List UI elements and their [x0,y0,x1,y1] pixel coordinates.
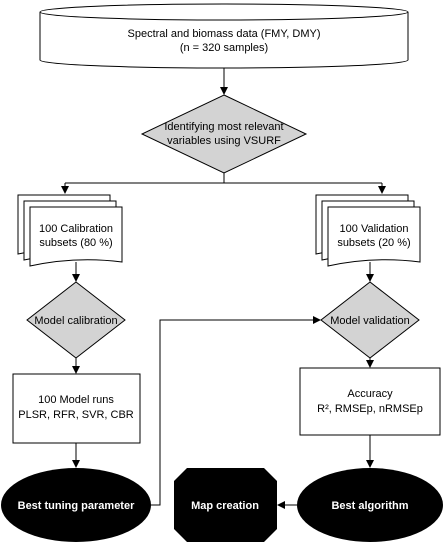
data-source-cylinder: Spectral and biomass data (FMY, DMY) (n … [39,3,409,69]
calibration-line1: 100 Calibration [39,223,113,235]
best-algorithm-terminal: Best algorithm [297,468,443,542]
accuracy-line2: R², RMSEp, nRMSEp [317,403,423,415]
calibration-line2: subsets (80 %) [39,237,112,249]
map-creation-terminal: Map creation [174,468,277,542]
model-calibration-label: Model calibration [34,315,117,327]
accuracy-box: Accuracy R², RMSEp, nRMSEp [299,367,441,436]
data-source-line2: (n = 320 samples) [180,42,268,54]
model-runs-box: 100 Model runs PLSR, RFR, SVR, CBR [12,373,141,444]
connector-vsurf-split [61,173,386,194]
validation-line1: 100 Validation [340,223,409,235]
model-validation-diamond: Model validation [320,281,420,359]
best-tuning-label: Best tuning parameter [18,500,135,512]
best-tuning-parameter-terminal: Best tuning parameter [1,468,151,542]
model-runs-line2: PLSR, RFR, SVR, CBR [18,409,134,421]
validation-subsets-stack: 100 Validation subsets (20 %) [315,194,421,267]
connector-tuning-to-validation [150,316,321,506]
model-calibration-diamond: Model calibration [26,281,126,359]
accuracy-line1: Accuracy [347,388,393,400]
data-source-line1: Spectral and biomass data (FMY, DMY) [128,28,321,40]
calibration-subsets-stack: 100 Calibration subsets (80 %) [17,194,123,267]
validation-line2: subsets (20 %) [337,237,410,249]
best-algorithm-label: Best algorithm [331,500,408,512]
vsurf-line1: Identifying most relevant [164,121,283,133]
model-validation-label: Model validation [330,315,410,327]
map-creation-label: Map creation [191,500,259,512]
vsurf-line2: variables using VSURF [167,135,281,147]
vsurf-diamond: Identifying most relevant variables usin… [140,94,308,174]
model-runs-line1: 100 Model runs [38,394,114,406]
